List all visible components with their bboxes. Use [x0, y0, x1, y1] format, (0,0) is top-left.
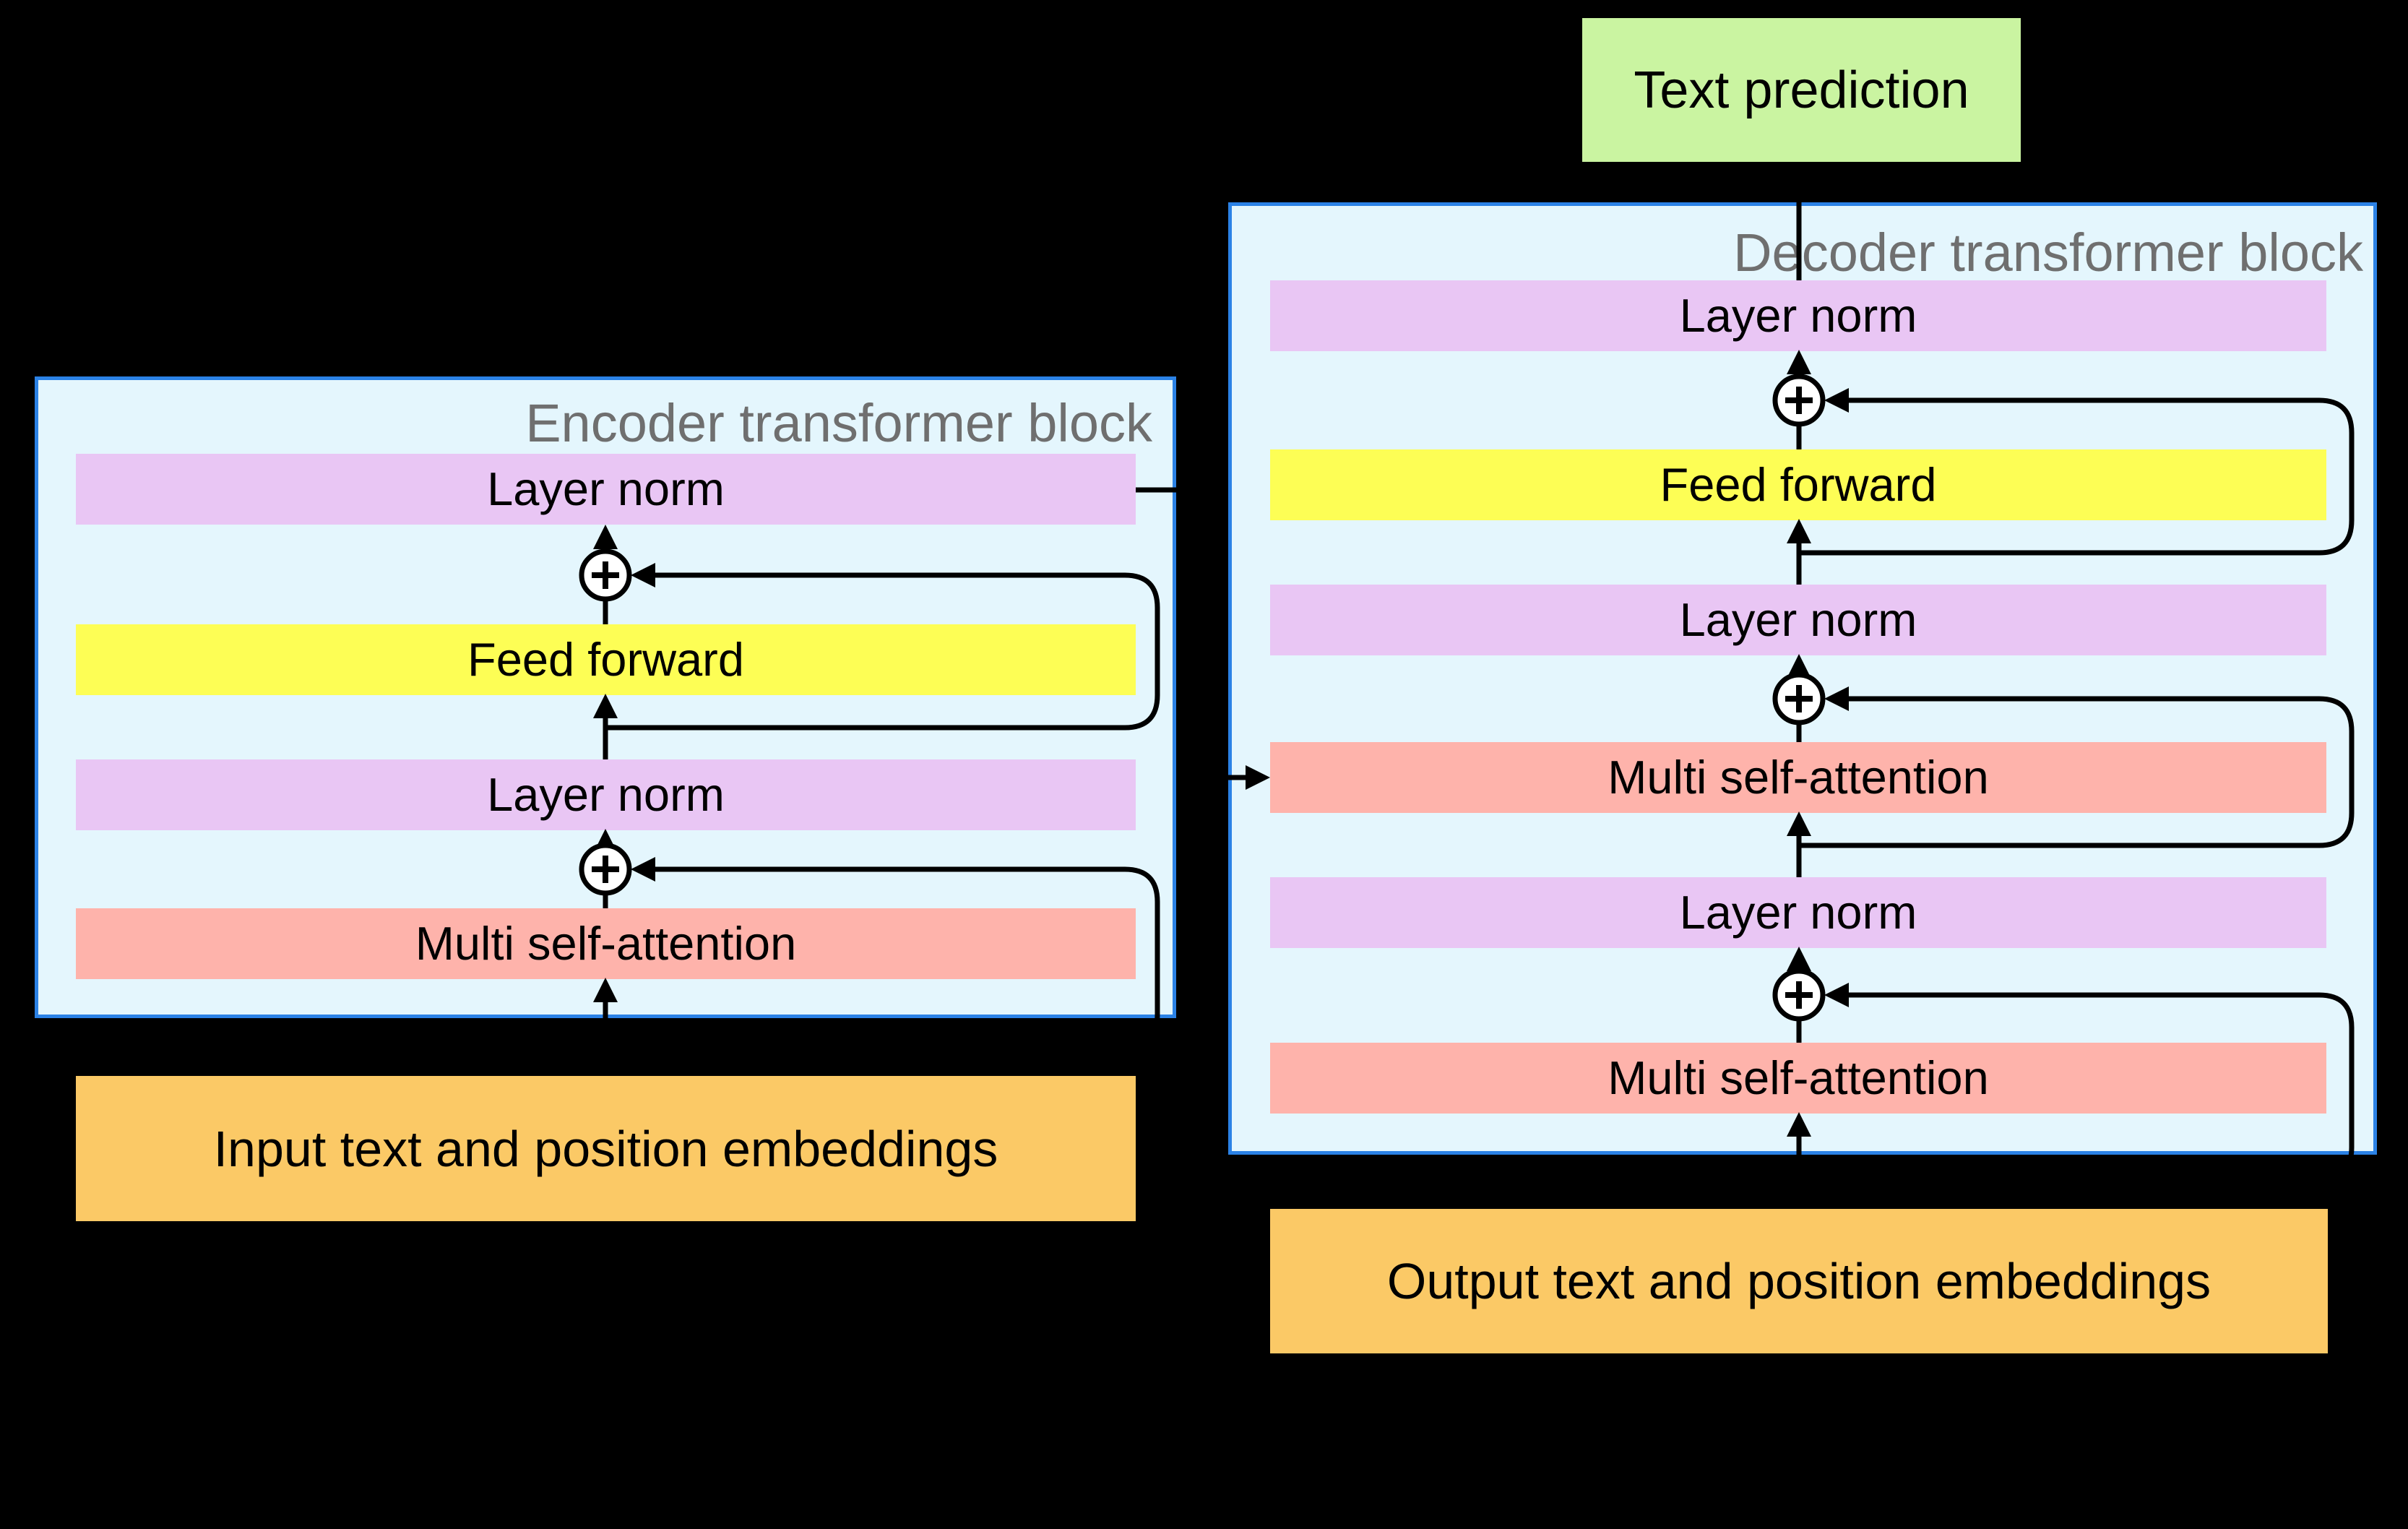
output-embeddings-label: Output text and position embeddings: [1386, 1253, 2211, 1309]
text-prediction-label: Text prediction: [1634, 61, 1969, 119]
decoder-feed-forward: Feed forward: [1270, 449, 2326, 520]
text-prediction-box: Text prediction: [1582, 18, 2021, 162]
decoder-layer-norm-middle: Layer norm: [1270, 585, 2326, 655]
decoder-layer-norm-top: Layer norm: [1270, 280, 2326, 351]
decoder-block-title: Decoder transformer block: [1733, 223, 2363, 283]
decoder-cross-attention: Multi self-attention: [1270, 742, 2326, 813]
encoder-block-title: Encoder transformer block: [525, 393, 1152, 453]
encoder-layer-norm-top: Layer norm: [76, 454, 1136, 525]
output-embeddings-box: Output text and position embeddings: [1270, 1209, 2328, 1353]
encoder-layer-norm-bottom: Layer norm: [76, 759, 1136, 830]
decoder-layer-norm-bottom: Layer norm: [1270, 877, 2326, 948]
encoder-block: Encoder transformer block Layer norm Fee…: [35, 376, 1176, 1018]
input-embeddings-box: Input text and position embeddings: [76, 1076, 1136, 1221]
decoder-multi-self-attention: Multi self-attention: [1270, 1043, 2326, 1114]
input-embeddings-label: Input text and position embeddings: [213, 1120, 998, 1177]
decoder-block: Decoder transformer block Layer norm Fee…: [1228, 202, 2377, 1155]
encoder-feed-forward: Feed forward: [76, 624, 1136, 695]
encoder-multi-self-attention: Multi self-attention: [76, 908, 1136, 979]
